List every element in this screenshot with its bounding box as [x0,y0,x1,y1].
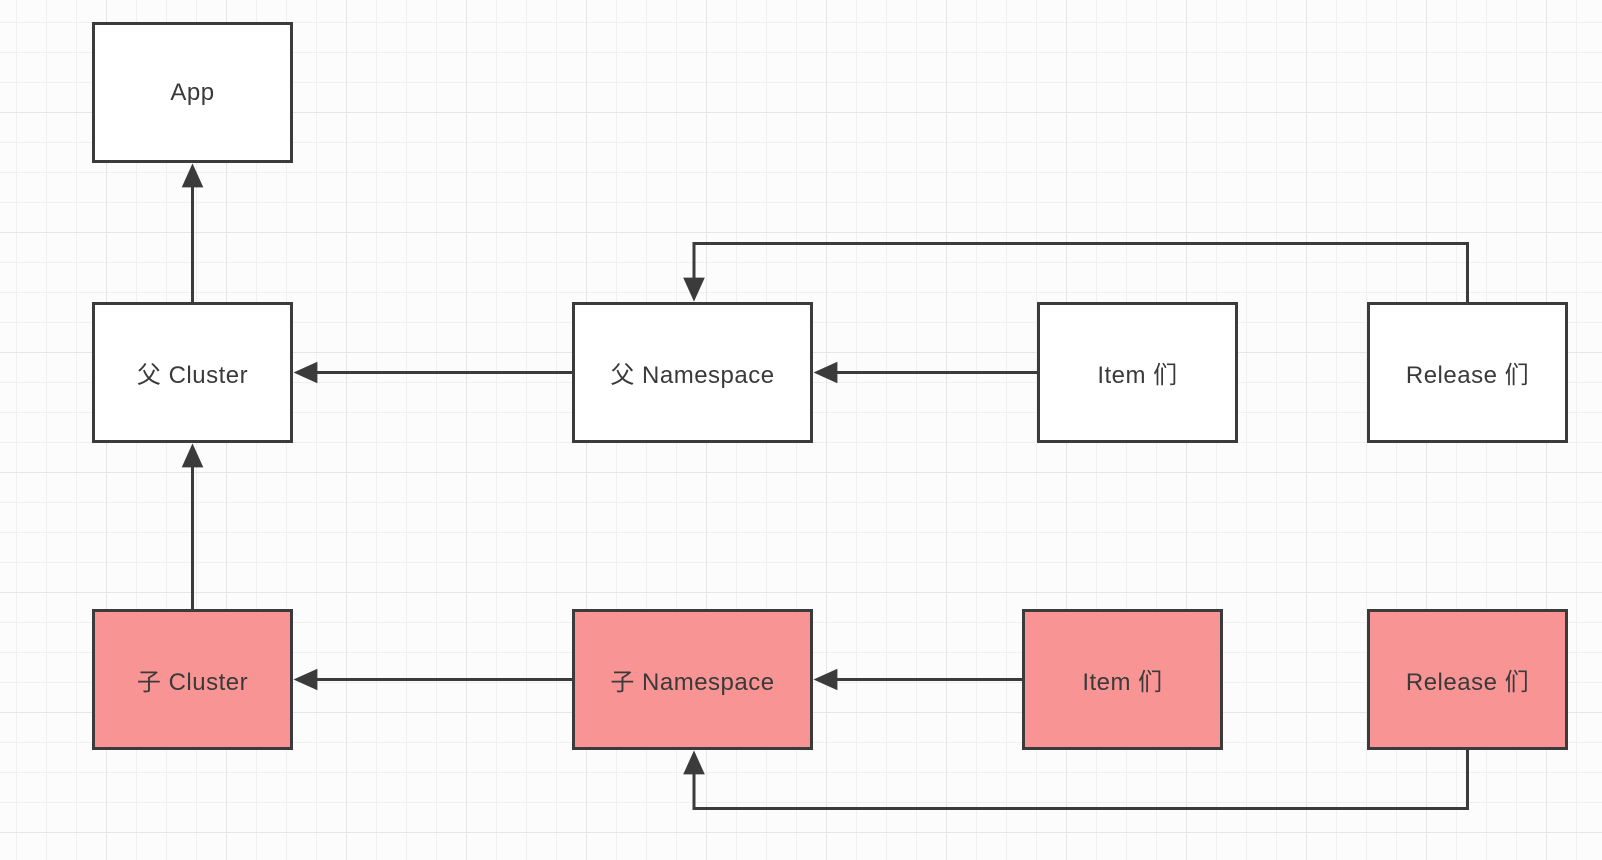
node-parent-items[interactable]: Item 们 [1037,302,1238,443]
node-child-items[interactable]: Item 们 [1022,609,1223,750]
node-child-releases[interactable]: Release 们 [1367,609,1568,750]
node-child-namespace-label: 子 Namespace [610,669,775,696]
node-parent-cluster-label: 父 Cluster [136,362,249,389]
node-parent-releases[interactable]: Release 们 [1367,302,1568,443]
node-child-releases-label: Release 们 [1405,669,1530,696]
edge-parent-releases-to-parent-namespace[interactable] [683,242,1469,303]
node-child-items-label: Item 们 [1082,669,1163,696]
node-parent-releases-label: Release 们 [1405,362,1530,389]
edge-child-releases-to-child-namespace[interactable] [683,750,1469,810]
node-parent-items-label: Item 们 [1097,362,1178,389]
node-parent-namespace-label: 父 Namespace [610,362,775,389]
node-child-cluster[interactable]: 子 Cluster [92,609,293,750]
node-app-label: App [170,78,215,106]
node-child-cluster-label: 子 Cluster [136,669,249,696]
node-child-namespace[interactable]: 子 Namespace [572,609,813,750]
node-parent-namespace[interactable]: 父 Namespace [572,302,813,443]
node-parent-cluster[interactable]: 父 Cluster [92,302,293,443]
node-app[interactable]: App [92,22,293,163]
